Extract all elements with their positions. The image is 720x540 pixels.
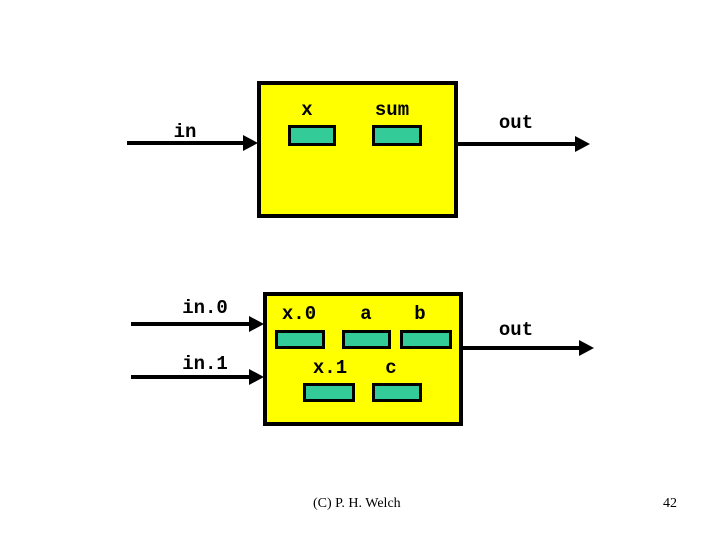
variable-label-x1: x.1: [312, 357, 348, 379]
variable-label-sum: sum: [374, 99, 410, 121]
channel-arrow-out: [458, 136, 590, 152]
variable-slot-c: [372, 383, 422, 402]
variable-label-b: b: [414, 303, 426, 325]
variable-label-c: c: [385, 357, 397, 379]
variable-slot-a: [342, 330, 391, 349]
process-box-bottom: [263, 292, 463, 426]
variable-slot-x: [288, 125, 336, 146]
variable-slot-b: [400, 330, 452, 349]
channel-label-in1: in.1: [182, 353, 228, 375]
variable-label-x: x: [301, 99, 313, 121]
copyright-text: (C) P. H. Welch: [313, 496, 401, 511]
variable-slot-x0: [275, 330, 325, 349]
page-number: 42: [663, 496, 677, 511]
variable-slot-sum: [372, 125, 422, 146]
channel-label-in0: in.0: [182, 297, 228, 319]
channel-label-out: out: [498, 112, 534, 134]
channel-arrow-in: [127, 135, 258, 151]
variable-label-x0: x.0: [281, 303, 317, 325]
channel-label-out-bottom: out: [498, 319, 534, 341]
channel-arrow-in0: [131, 316, 264, 332]
variable-label-a: a: [360, 303, 372, 325]
process-box-top: [257, 81, 458, 218]
channel-arrow-in1: [131, 369, 264, 385]
channel-arrow-out-bottom: [463, 340, 594, 356]
variable-slot-x1: [303, 383, 355, 402]
channel-label-in: in: [173, 121, 197, 143]
